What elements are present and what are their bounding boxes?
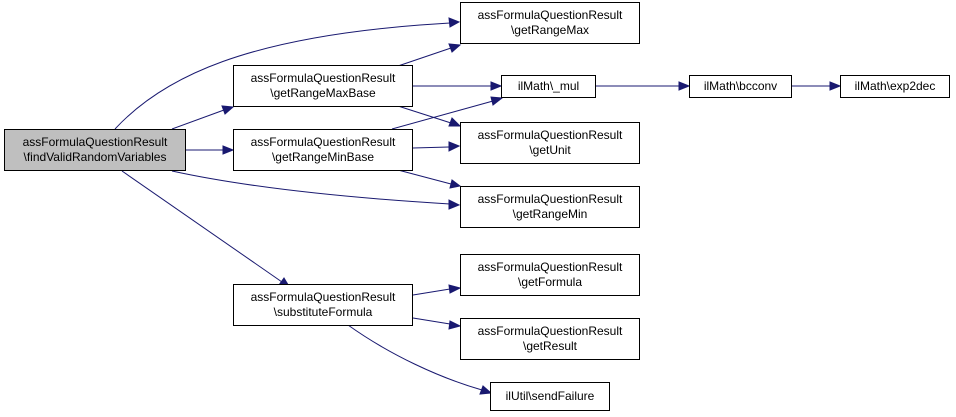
arrowhead <box>448 284 462 294</box>
node-label-line1: assFormulaQuestionResult <box>477 128 623 142</box>
edge-findvalid-to-substituteformula <box>121 170 283 283</box>
node-label-line2: \substituteFormula <box>273 305 373 319</box>
node-label-line1: assFormulaQuestionResult <box>250 290 396 304</box>
node-il-math-exp2dec[interactable]: ilMath\exp2dec <box>840 75 950 98</box>
arrowhead <box>829 81 842 91</box>
arrowhead <box>678 81 691 91</box>
edge-getrangemaxbase-to-getrangemax <box>397 47 452 67</box>
arrowhead <box>448 117 462 127</box>
edge-substituteformula-to-sendfailure <box>347 324 483 391</box>
edge-findvalid-to-getrangemaxbase <box>171 109 225 130</box>
node-label-line2: \getRangeMax <box>510 23 590 37</box>
node-get-range-min-base[interactable]: assFormulaQuestionResult \getRangeMinBas… <box>233 129 413 171</box>
node-label-line2: \getRangeMaxBase <box>270 86 376 100</box>
node-get-range-max-base[interactable]: assFormulaQuestionResult \getRangeMaxBas… <box>233 65 413 107</box>
node-get-unit[interactable]: assFormulaQuestionResult \getUnit <box>460 122 640 164</box>
node-label-line1: assFormulaQuestionResult <box>477 192 623 206</box>
node-label-line2: \getRangeMinBase <box>271 150 375 164</box>
edge-substituteformula-to-getformula <box>412 288 451 296</box>
edge-substituteformula-to-getresult <box>412 317 451 325</box>
node-find-valid-random-variables: assFormulaQuestionResult \findValidRando… <box>4 129 186 171</box>
node-label-line1: assFormulaQuestionResult <box>477 260 623 274</box>
node-get-range-max[interactable]: assFormulaQuestionResult \getRangeMax <box>460 2 640 44</box>
node-send-failure[interactable]: ilUtil\sendFailure <box>490 382 610 411</box>
arrowhead <box>221 105 235 115</box>
node-label-line1: assFormulaQuestionResult <box>250 135 396 149</box>
edge-findvalid-to-getrangemin <box>171 170 451 205</box>
edge-findvalid-to-getrangemax <box>114 22 451 130</box>
edge-getrangeminbase-to-getunit <box>412 146 450 149</box>
node-label-line2: \getUnit <box>529 143 571 157</box>
arrowhead <box>448 199 461 210</box>
node-label-line1: assFormulaQuestionResult <box>250 71 396 85</box>
node-il-math-mul[interactable]: ilMath\_mul <box>501 75 596 98</box>
node-get-formula[interactable]: assFormulaQuestionResult \getFormula <box>460 254 640 296</box>
node-label: ilMath\_mul <box>517 79 580 93</box>
node-label: ilMath\exp2dec <box>854 79 936 93</box>
arrowhead <box>222 145 235 155</box>
arrowhead <box>490 81 503 91</box>
arrowhead <box>448 320 462 330</box>
arrowhead <box>448 141 461 152</box>
arrowhead <box>448 43 462 53</box>
edge-getrangeminbase-to-mul <box>391 100 494 130</box>
node-label: ilUtil\sendFailure <box>505 389 595 403</box>
node-substitute-formula[interactable]: assFormulaQuestionResult \substituteForm… <box>233 284 413 326</box>
node-il-math-bcconv[interactable]: ilMath\bcconv <box>689 75 792 98</box>
node-label-line2: \getRangeMin <box>512 207 588 221</box>
node-label-line2: \getFormula <box>517 275 583 289</box>
node-get-range-min[interactable]: assFormulaQuestionResult \getRangeMin <box>460 186 640 228</box>
arrowhead <box>490 96 504 106</box>
node-label: ilMath\bcconv <box>703 79 778 93</box>
arrowhead <box>448 17 461 28</box>
edge-getrangeminbase-to-getrangemin <box>397 169 452 185</box>
node-label-line1: assFormulaQuestionResult <box>477 324 623 338</box>
edge-getrangemaxbase-to-getunit <box>397 105 452 124</box>
arrowhead <box>479 385 493 395</box>
node-get-result[interactable]: assFormulaQuestionResult \getResult <box>460 318 640 360</box>
node-label-line2: \getResult <box>522 339 578 353</box>
arrowhead <box>449 179 462 189</box>
node-label-line2: \findValidRandomVariables <box>23 150 167 164</box>
node-label-line1: assFormulaQuestionResult <box>477 8 623 22</box>
node-label-line1: assFormulaQuestionResult <box>22 135 168 149</box>
